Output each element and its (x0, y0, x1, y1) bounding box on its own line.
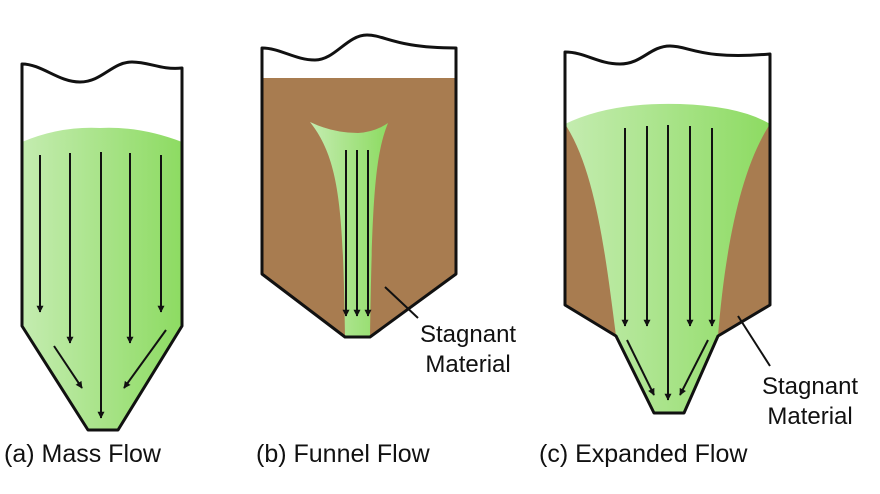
expanded-stagnant-label-line2: Material (767, 403, 853, 430)
funnel-flow-arrows (342, 150, 372, 317)
expanded-flow-arrows (621, 125, 716, 401)
funnel-flow-hopper (260, 33, 458, 339)
flow-arrow (626, 339, 655, 396)
expanded-flow-hopper (563, 44, 772, 415)
flow-arrow (53, 345, 83, 389)
mass-flow-arrows (36, 152, 167, 419)
mass-flow-caption: (a) Mass Flow (4, 440, 161, 468)
expanded-stagnant-label-line1: Stagnant (762, 373, 859, 400)
funnel-stagnant-label-line2: Material (425, 351, 511, 378)
mass-flow-hopper (20, 60, 184, 432)
funnel-stagnant-label: Stagnant Material (420, 320, 516, 380)
expanded-flow-vessel-outline (563, 44, 772, 415)
funnel-stagnant-leader-line (384, 286, 419, 319)
flow-arrow (679, 339, 709, 396)
flow-arrow (123, 329, 167, 389)
mass-flow-vessel-outline (20, 60, 184, 432)
expanded-stagnant-label: Stagnant Material (762, 372, 858, 432)
funnel-stagnant-label-line1: Stagnant (420, 321, 517, 348)
funnel-flow-caption: (b) Funnel Flow (256, 440, 430, 468)
expanded-stagnant-leader-line (737, 315, 771, 367)
funnel-flow-vessel-outline (260, 33, 458, 339)
expanded-flow-caption: (c) Expanded Flow (539, 440, 748, 468)
